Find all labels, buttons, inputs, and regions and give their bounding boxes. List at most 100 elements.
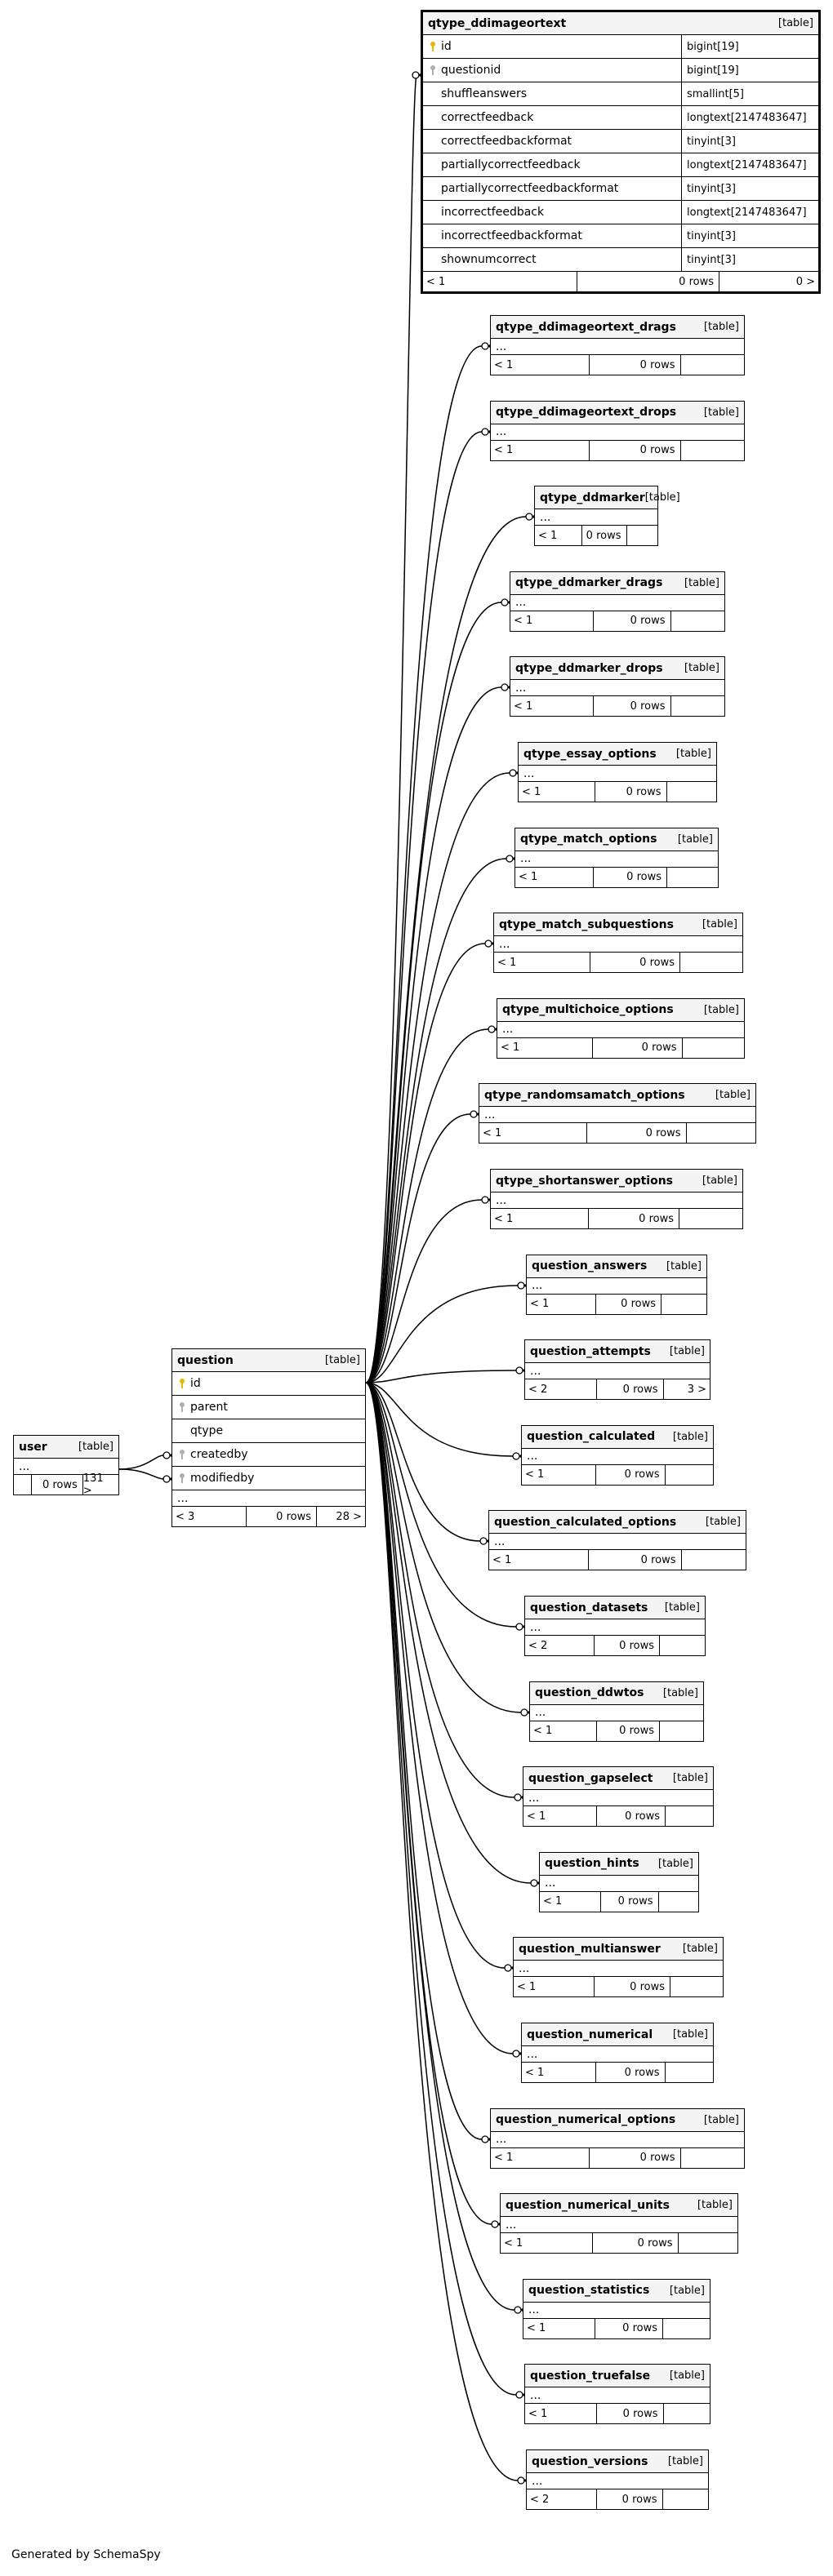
footer-parents[interactable]: < 2: [527, 2489, 597, 2509]
footer-parents[interactable]: < 1: [479, 1123, 587, 1144]
footer-parents[interactable]: < 1: [515, 867, 595, 887]
footer-children[interactable]: [666, 1465, 714, 1485]
footer-parents[interactable]: < 1: [501, 2233, 593, 2254]
table-kind-label: [table]: [672, 2028, 708, 2041]
footer-parents[interactable]: < 1: [497, 1037, 594, 1058]
footer-children[interactable]: [659, 1892, 699, 1912]
footer-parents[interactable]: < 1: [522, 2063, 596, 2082]
footer-parents[interactable]: < 1: [491, 2147, 590, 2168]
footer-children[interactable]: [662, 1295, 706, 1314]
footer-parents[interactable]: < 1: [522, 1464, 596, 1485]
footer-children[interactable]: [681, 441, 745, 460]
foreign-key-icon: [179, 1402, 185, 1412]
footer-parents[interactable]: < 1: [491, 440, 590, 460]
footer-parents[interactable]: < 1: [523, 2318, 596, 2338]
footer-children[interactable]: 0 >: [795, 275, 815, 288]
footer-children[interactable]: [679, 2233, 738, 2253]
footer-children[interactable]: [671, 611, 725, 631]
footer-children[interactable]: [660, 1636, 705, 1655]
footer-children[interactable]: 28 >: [336, 1510, 362, 1523]
footer-children[interactable]: [663, 2489, 709, 2509]
footer-children[interactable]: [670, 1977, 723, 1996]
table-qtype-randomsamatch-options[interactable]: qtype_randomsamatch_options[table]...< 1…: [479, 1083, 756, 1144]
footer-parents[interactable]: < 1: [494, 953, 591, 973]
footer-children[interactable]: [671, 696, 725, 716]
footer-parents[interactable]: < 1: [423, 272, 577, 291]
footer-children[interactable]: [664, 2404, 710, 2423]
footer-parents[interactable]: < 1: [491, 1209, 589, 1228]
footer-children[interactable]: [687, 1123, 756, 1143]
footer-children[interactable]: [667, 782, 717, 802]
footer-rows: 0 rows: [595, 782, 667, 802]
footer-children[interactable]: [679, 1209, 742, 1228]
link-question-to-related: [365, 1370, 517, 1383]
footer-parents[interactable]: [14, 1475, 32, 1495]
footer-parents[interactable]: < 1: [491, 355, 590, 375]
footer-children[interactable]: [663, 2319, 710, 2338]
footer-parents[interactable]: < 1: [510, 696, 594, 717]
footer-children[interactable]: [680, 953, 742, 972]
footer-parents[interactable]: < 1: [530, 1721, 597, 1741]
footer-parents[interactable]: < 2: [525, 1636, 595, 1655]
footer-parents[interactable]: < 1: [527, 1294, 597, 1314]
footer-children[interactable]: 131 >: [82, 1472, 104, 1497]
footer-children[interactable]: [682, 1550, 746, 1570]
table-question-calculated-options[interactable]: question_calculated_options[table]...< 1…: [488, 1510, 746, 1571]
footer-parents[interactable]: < 2: [525, 1379, 597, 1400]
table-user[interactable]: user [table] ... 0 rows 131 >: [13, 1435, 119, 1497]
footer-parents[interactable]: < 1: [535, 526, 582, 546]
footer-parents[interactable]: < 1: [489, 1550, 590, 1570]
footer-parents[interactable]: < 1: [525, 2404, 597, 2424]
footer-children[interactable]: [660, 1721, 703, 1741]
table-name: qtype_ddimageortext: [428, 16, 567, 30]
footer-rows: 0 rows: [595, 2318, 663, 2338]
footer-parents[interactable]: < 3: [172, 1507, 247, 1526]
footer-parents[interactable]: < 1: [540, 1891, 601, 1912]
footer-children[interactable]: [681, 2148, 745, 2168]
footer-parents[interactable]: < 1: [523, 1806, 597, 1827]
footer-parents[interactable]: < 1: [514, 1977, 595, 1997]
footer-parents[interactable]: < 1: [510, 611, 594, 631]
footer-children[interactable]: [667, 868, 718, 887]
footer-children[interactable]: [666, 2063, 714, 2082]
footer-children[interactable]: [681, 355, 745, 375]
table-kind-label: [table]: [78, 1441, 114, 1453]
footer-children[interactable]: 3 >: [687, 1383, 706, 1396]
footer-children[interactable]: [683, 1038, 745, 1058]
footer-children[interactable]: [627, 526, 658, 545]
footer-children[interactable]: [666, 1806, 713, 1826]
link-question-to-related: [365, 1382, 483, 2140]
column-name: id: [441, 40, 452, 53]
footer-parents[interactable]: < 1: [519, 782, 595, 802]
table-kind-label: [table]: [682, 1943, 718, 1956]
